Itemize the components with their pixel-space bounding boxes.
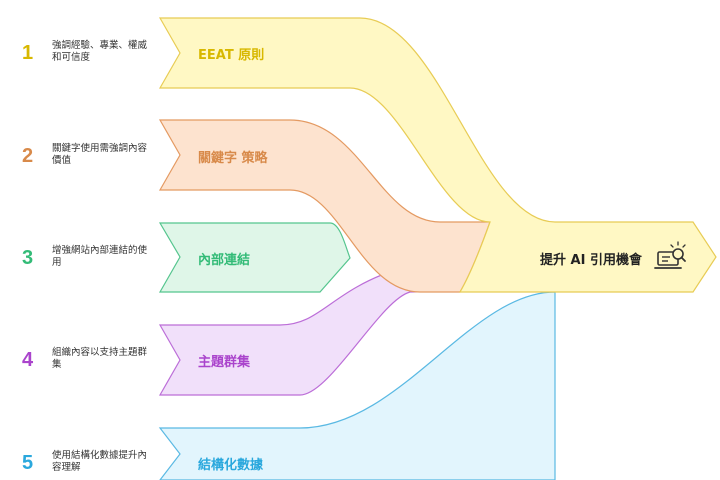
step-description-1: 強調經驗、專業、權威和可信度 — [52, 40, 148, 63]
band-3 — [158, 222, 351, 293]
band-label-2: 關鍵字 策略 — [198, 151, 268, 166]
step-number-5: 5 — [22, 452, 34, 474]
step-description-5: 使用結構化數據提升內容理解 — [52, 450, 148, 473]
laptop-search-icon — [654, 241, 686, 269]
band-label-1: EEAT 原則 — [198, 48, 265, 63]
band-1 — [158, 17, 717, 293]
step-number-1: 1 — [22, 42, 34, 64]
step-description-2: 關鍵字使用需強調內容價值 — [52, 143, 148, 166]
step-number-2: 2 — [22, 145, 34, 167]
band-label-4: 主題群集 — [198, 355, 251, 370]
step-number-3: 3 — [22, 247, 34, 269]
step-description-3: 增強網站內部連結的使用 — [52, 245, 148, 268]
step-description-4: 組織內容以支持主題群集 — [52, 347, 148, 370]
band-label-5: 結構化數據 — [198, 458, 264, 473]
band-5 — [158, 291, 556, 480]
step-number-4: 4 — [22, 349, 34, 371]
target-label: 提升 AI 引用機會 — [540, 253, 642, 268]
band-label-3: 內部連結 — [198, 253, 251, 268]
